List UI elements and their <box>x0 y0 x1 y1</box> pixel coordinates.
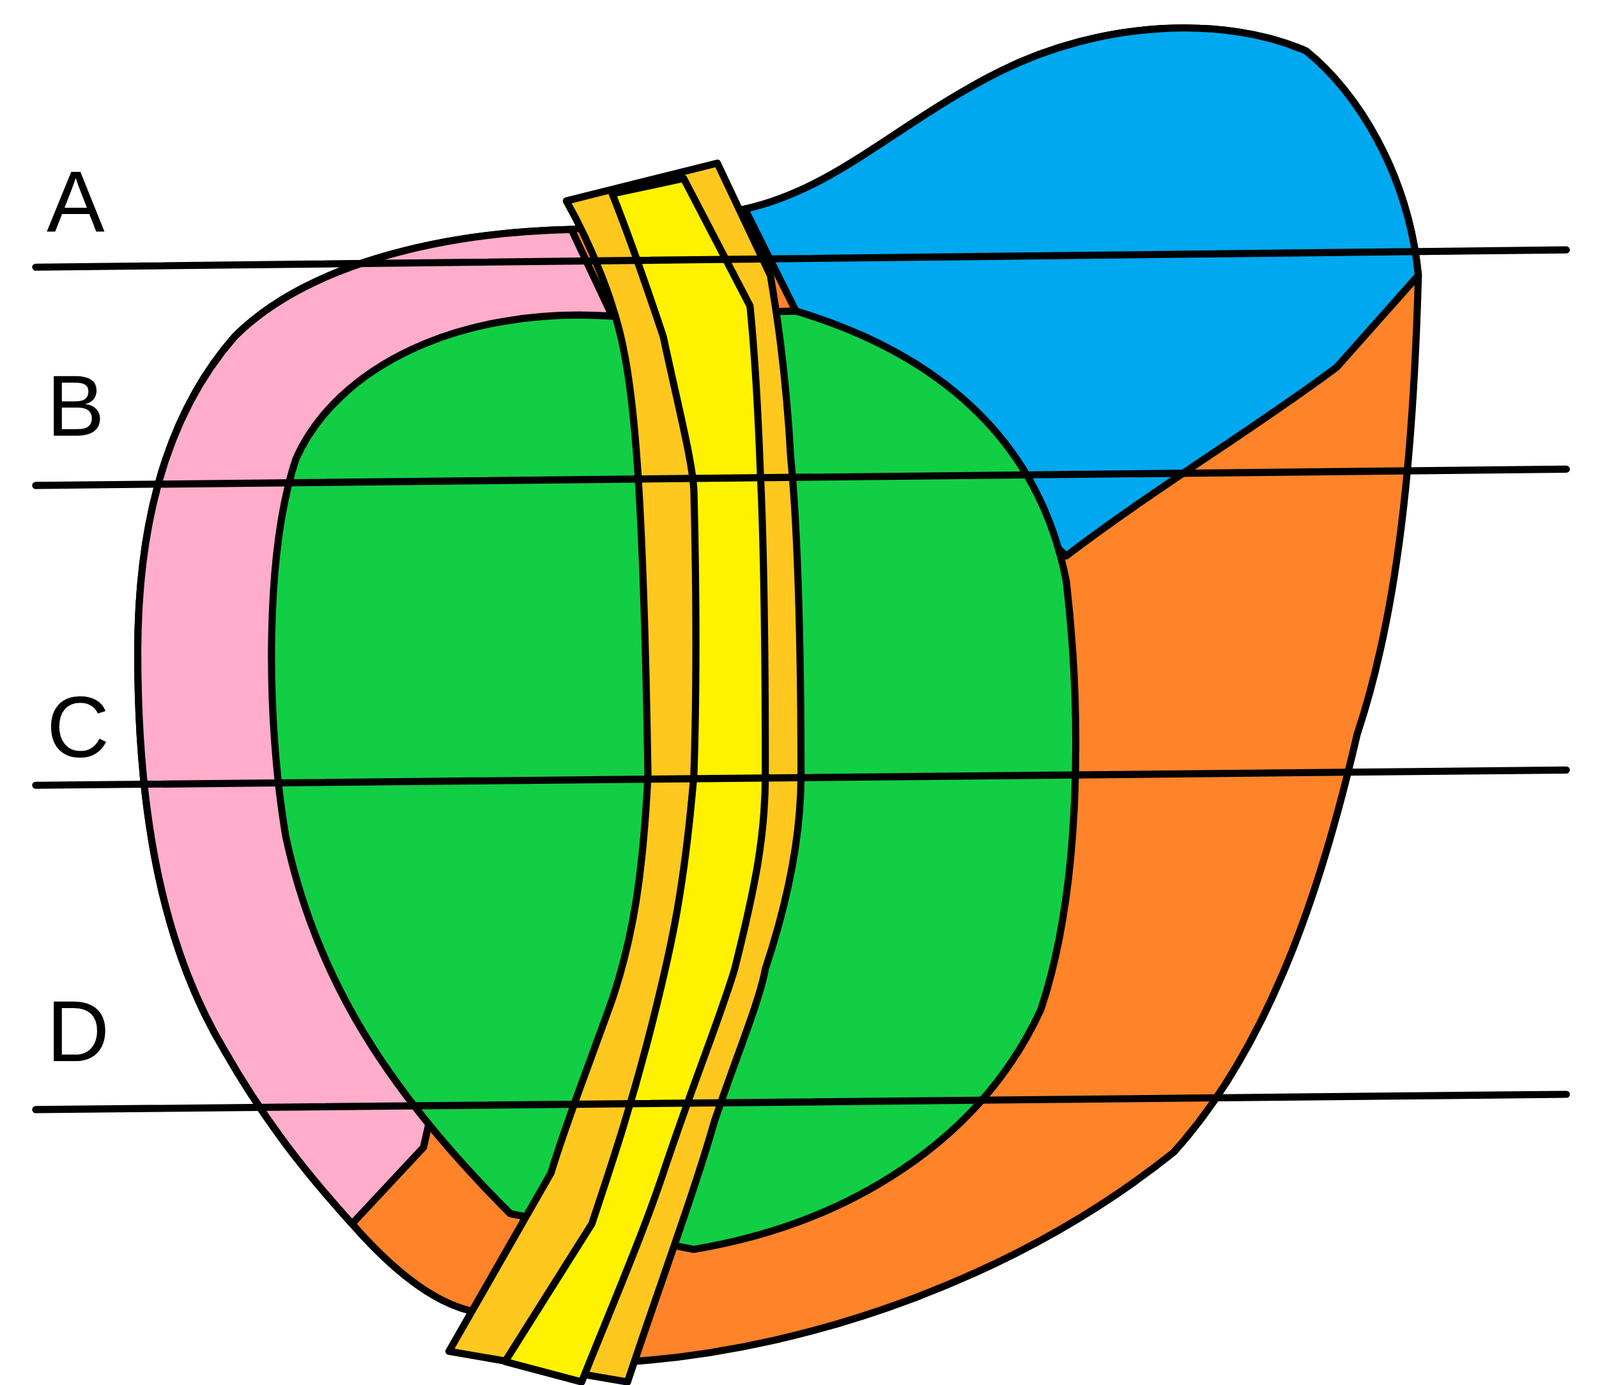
urethra-wall <box>449 162 802 1383</box>
section-label: C <box>46 683 110 771</box>
section-label: D <box>46 987 110 1075</box>
section-line <box>35 469 1567 486</box>
section-line <box>35 769 1567 786</box>
section-line <box>35 1094 1567 1110</box>
section-label: A <box>46 157 105 245</box>
section-line <box>35 249 1567 268</box>
section-label: B <box>46 362 105 450</box>
